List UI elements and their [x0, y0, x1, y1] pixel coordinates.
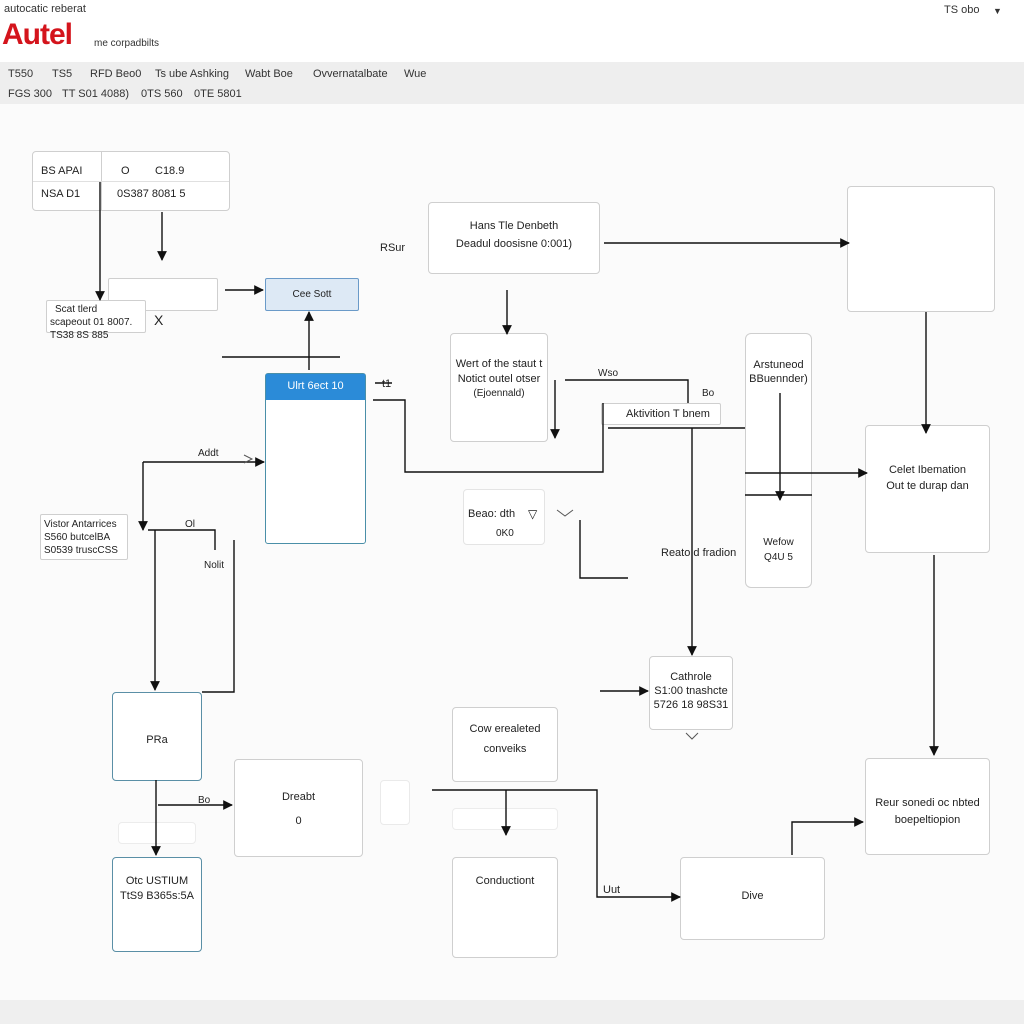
conducted-label: Conductiont: [475, 875, 535, 887]
dreabt-line: 0: [295, 815, 302, 827]
mode-box[interactable]: [428, 202, 600, 274]
tab-tsube[interactable]: Ts ube Ashking: [155, 68, 229, 80]
triangle-down-icon[interactable]: ▽: [528, 507, 538, 521]
header-tagline: autocatic reberat: [4, 3, 86, 15]
placeholder-box: [452, 808, 558, 830]
ui-panel[interactable]: [265, 373, 366, 544]
table-cell: BS APAI: [41, 165, 83, 177]
vistor-box[interactable]: [40, 514, 128, 560]
cee-button[interactable]: [265, 278, 359, 311]
ag-column[interactable]: [745, 333, 812, 588]
cathode-box[interactable]: [649, 656, 733, 730]
bo2-label: Bo: [198, 795, 211, 806]
wert-line: (Ejoennald): [473, 388, 525, 399]
tab-wabt[interactable]: Wabt Boe: [245, 68, 293, 80]
logo-subtitle: me corpadbilts: [94, 38, 160, 49]
wefow-line: Q4U 5: [764, 552, 793, 563]
info-table[interactable]: [32, 151, 230, 211]
cathode-line: 5726 18 98S31: [653, 699, 729, 711]
dreabt-box[interactable]: [234, 759, 363, 857]
table-cell: C18.9: [155, 165, 185, 177]
ol-label: Ol: [185, 519, 195, 530]
footer-bar: [0, 1000, 1024, 1024]
tab-ts5[interactable]: TS5: [52, 68, 73, 80]
vistor-line: S0539 truscCSS: [44, 545, 118, 556]
radio-icon[interactable]: O: [121, 165, 130, 177]
rsur-label: RSur: [380, 242, 406, 254]
ag-line: Arstuneod: [753, 359, 804, 371]
placeholder-box: [118, 822, 196, 844]
reur-line: Reur sonedi oc nbted: [875, 797, 980, 809]
tab-rfd[interactable]: RFD Beo0: [90, 68, 142, 80]
subtab-0ts560[interactable]: 0TS 560: [141, 88, 183, 100]
ui-side-label: t1: [382, 378, 392, 390]
reur-box[interactable]: [865, 758, 990, 855]
tab-bar: T550 TS5 RFD Beo0 Ts ube Ashking Wabt Bo…: [0, 62, 1024, 105]
output-box[interactable]: [847, 186, 995, 312]
dive-box[interactable]: [680, 857, 825, 940]
ag-line: BBuennder): [749, 373, 808, 385]
table-cell: NSA D1: [41, 188, 81, 200]
wso-label: Wso: [598, 368, 618, 379]
cow-box[interactable]: [452, 707, 558, 782]
uut-label: Uut: [603, 884, 621, 896]
nokt-label: Nolit: [204, 560, 225, 571]
vistor-line: Vistor Antarrices: [44, 519, 117, 530]
placeholder-box: [380, 780, 410, 825]
wert-line: Wert of the staut t: [455, 358, 543, 370]
aktivition-label: Aktivition T bnem: [626, 408, 710, 420]
cow-line: Cow erealeted: [469, 723, 541, 735]
table-cell: 0S387 8081 5: [117, 188, 186, 200]
mode-line: Deadul doosisne 0:001): [455, 238, 573, 250]
wefow-line: Wefow: [763, 537, 794, 548]
ots-box[interactable]: [112, 857, 202, 952]
dive-label: Dive: [741, 890, 764, 902]
beao-box[interactable]: [463, 489, 545, 545]
subtab-fgs300[interactable]: FGS 300: [8, 88, 53, 100]
bo-label: Bo: [702, 388, 715, 399]
model-selector-label[interactable]: TS obo: [944, 4, 980, 16]
scan-note-box: [46, 300, 146, 333]
chevron-down-icon[interactable]: ▼: [993, 6, 1002, 16]
subtab-0te5801[interactable]: 0TE 5801: [194, 88, 242, 100]
reur-line: boepeltiopion: [894, 814, 961, 826]
vistor-line: S560 butcelBA: [44, 532, 111, 543]
ui-panel-title: Ulrt 6ect 10: [287, 380, 344, 392]
close-icon[interactable]: X: [154, 312, 164, 328]
subtab-tts01[interactable]: TT S01 4088): [62, 88, 130, 100]
mode-line: Hans Tle Denbeth: [469, 220, 559, 232]
beao-line: 0K0: [496, 528, 514, 539]
tab-wue[interactable]: Wue: [404, 68, 427, 80]
celet-line: Celet Ibemation: [888, 464, 967, 476]
dreabt-line: Dreabt: [281, 791, 316, 803]
reato-label: Reato d fradion: [661, 547, 737, 559]
cee-button-label: Cee Sott: [292, 289, 332, 300]
beao-line: Beao: dth: [468, 508, 516, 520]
scan-note-line: TS38 8S 885: [50, 330, 109, 341]
ots-line: Otc USTIUM: [125, 875, 189, 887]
cow-line: conveiks: [483, 743, 527, 755]
addt-label: Addt: [198, 448, 219, 459]
cathode-line: Cathrole: [670, 671, 712, 683]
wert-line: Notict outel otser: [457, 373, 541, 385]
scan-note-line: Scat tlerd: [55, 304, 98, 315]
ots-line: TtS9 B365s:5A: [120, 890, 194, 902]
pra-box[interactable]: [112, 692, 202, 781]
pra-label: PRa: [146, 734, 168, 746]
app-header: autocatic reberat Autel me corpadbilts T…: [0, 0, 1024, 60]
autel-logo[interactable]: Autel: [2, 18, 73, 51]
celet-line: Out te durap dan: [886, 480, 969, 492]
tab-ovvernat[interactable]: Ovvernatalbate: [313, 68, 388, 80]
celet-box[interactable]: [865, 425, 990, 553]
tab-t550[interactable]: T550: [8, 68, 34, 80]
cathode-line: S1:00 tnashcte: [654, 685, 728, 697]
scan-note-line: scapeout 01 8007.: [50, 317, 133, 328]
